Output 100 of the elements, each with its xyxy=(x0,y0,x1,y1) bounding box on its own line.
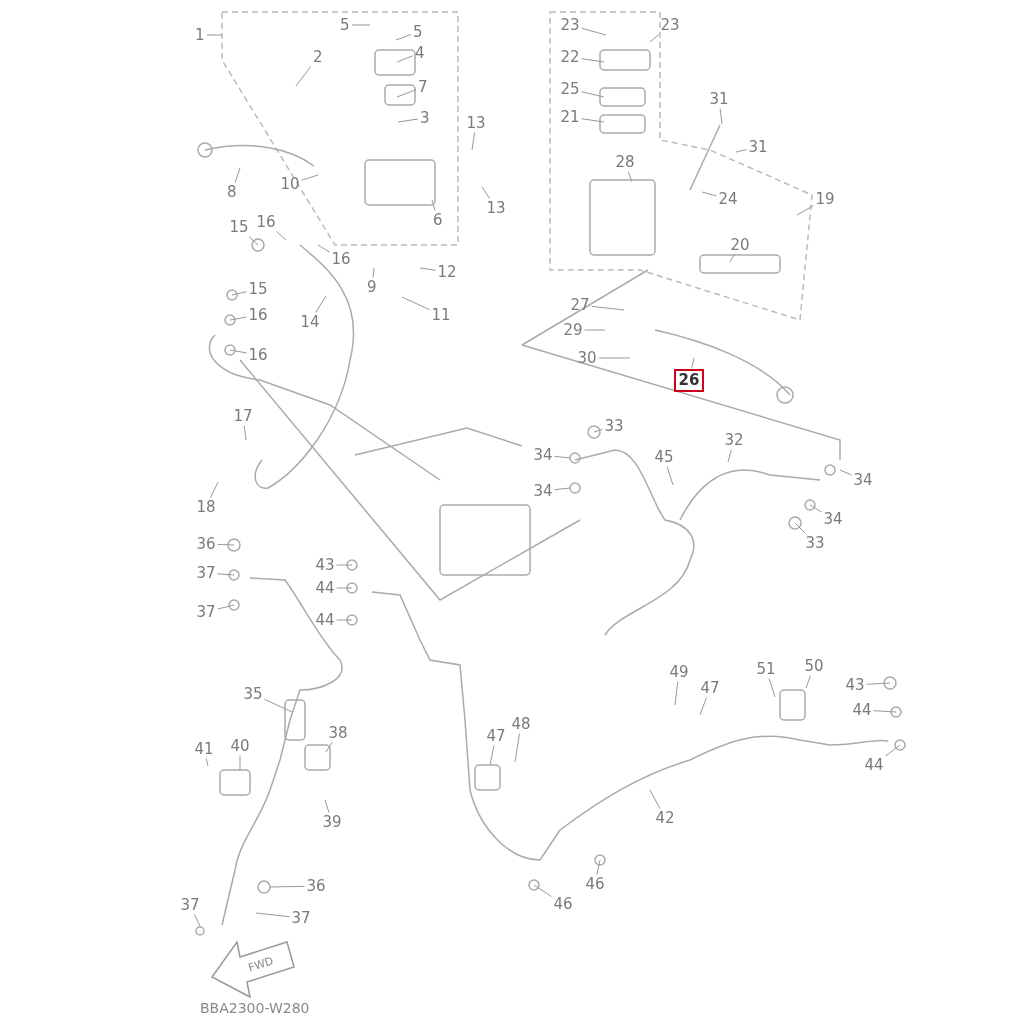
leader-line xyxy=(396,55,414,63)
leader-line xyxy=(217,543,235,546)
callout-number: 40 xyxy=(230,737,250,755)
callout-number: 41 xyxy=(194,740,214,758)
leader-line xyxy=(255,912,290,918)
leader-line xyxy=(674,681,679,706)
callout-number: 2 xyxy=(313,48,323,66)
callout-number: 21 xyxy=(560,108,580,126)
callout-number: 12 xyxy=(437,263,457,281)
callout-number: 13 xyxy=(486,199,506,217)
callout-number: 46 xyxy=(585,875,605,893)
callout-number: 48 xyxy=(511,715,531,733)
leader-line xyxy=(205,758,209,767)
callout-number: 44 xyxy=(864,756,884,774)
leader-line xyxy=(317,244,330,253)
leader-line xyxy=(419,267,436,271)
callout-number: 31 xyxy=(709,90,729,108)
leader-line xyxy=(598,357,631,359)
leader-line xyxy=(325,742,333,753)
leader-line xyxy=(471,132,476,151)
leader-line xyxy=(217,573,235,576)
leader-line xyxy=(581,58,605,63)
leader-line xyxy=(584,329,606,331)
callout-number: 17 xyxy=(233,407,253,425)
leader-line xyxy=(719,108,723,125)
callout-number: 1 xyxy=(195,26,205,44)
leader-line xyxy=(396,89,417,98)
leader-line xyxy=(248,236,259,246)
callout-number: 32 xyxy=(724,431,744,449)
callout-number: 44 xyxy=(315,611,335,629)
leader-line xyxy=(397,118,419,123)
leader-line xyxy=(591,305,625,311)
leader-line xyxy=(701,191,717,197)
callout-number: 23 xyxy=(560,16,580,34)
callout-number: 28 xyxy=(615,153,635,171)
callout-number: 5 xyxy=(413,23,423,41)
callout-number: 6 xyxy=(433,211,443,229)
callout-number: 35 xyxy=(243,685,263,703)
leader-line xyxy=(649,789,661,809)
leader-line xyxy=(699,697,707,716)
leader-line xyxy=(229,316,247,321)
leader-line xyxy=(229,349,247,354)
callout-number: 14 xyxy=(300,313,320,331)
leader-line xyxy=(315,295,327,313)
callout-number: 39 xyxy=(322,813,342,831)
leader-line xyxy=(666,466,674,486)
callout-number: 18 xyxy=(196,498,216,516)
callout-number: 46 xyxy=(553,895,573,913)
callout-number: 23 xyxy=(660,16,680,34)
leader-line xyxy=(206,34,223,36)
leader-line xyxy=(649,34,660,43)
leader-line xyxy=(809,504,822,513)
leader-line xyxy=(866,682,891,685)
callout-number: 36 xyxy=(196,535,216,553)
callout-number: 33 xyxy=(805,534,825,552)
callout-number: 50 xyxy=(804,657,824,675)
callout-number: 45 xyxy=(654,448,674,466)
callout-number: 34 xyxy=(853,471,873,489)
callout-number: 43 xyxy=(845,676,865,694)
leader-line xyxy=(372,267,375,278)
callout-number: 9 xyxy=(367,278,377,296)
callout-number: 36 xyxy=(306,877,326,895)
leader-line xyxy=(768,678,776,698)
leader-line xyxy=(431,199,436,211)
leader-line xyxy=(873,710,897,713)
callout-number: 47 xyxy=(700,679,720,697)
callout-number: 47 xyxy=(486,727,506,745)
leader-line xyxy=(234,167,241,183)
callout-number: 37 xyxy=(180,896,200,914)
leader-line xyxy=(295,65,312,87)
callout-number: 34 xyxy=(533,446,553,464)
callout-number: 29 xyxy=(563,321,583,339)
leader-line xyxy=(351,24,371,26)
callout-number: 38 xyxy=(328,724,348,742)
leader-line xyxy=(735,149,747,153)
callout-number: 33 xyxy=(604,417,624,435)
leader-line xyxy=(243,425,247,441)
callout-number: 51 xyxy=(756,660,776,678)
leader-line xyxy=(554,487,571,491)
callout-number: 37 xyxy=(291,909,311,927)
leader-line xyxy=(533,884,552,897)
leader-line xyxy=(581,118,605,123)
leader-line xyxy=(794,522,806,534)
callout-number: 31 xyxy=(748,138,768,156)
callout-number: 16 xyxy=(248,306,268,324)
callout-number: 44 xyxy=(315,579,335,597)
callout-number: 37 xyxy=(196,564,216,582)
callout-number: 22 xyxy=(560,48,580,66)
leader-line xyxy=(336,619,353,621)
leader-line xyxy=(324,799,330,813)
drawing-code: BBA2300-W280 xyxy=(200,1000,310,1016)
callout-number: 15 xyxy=(248,280,268,298)
callout-number: 49 xyxy=(669,663,689,681)
callout-number: 16 xyxy=(248,346,268,364)
leader-line xyxy=(805,675,811,689)
callout-number: 24 xyxy=(718,190,738,208)
callout-number: 3 xyxy=(420,109,430,127)
callout-number: 44 xyxy=(852,701,872,719)
direction-label: FWD xyxy=(246,954,276,975)
callout-number: 16 xyxy=(331,250,351,268)
